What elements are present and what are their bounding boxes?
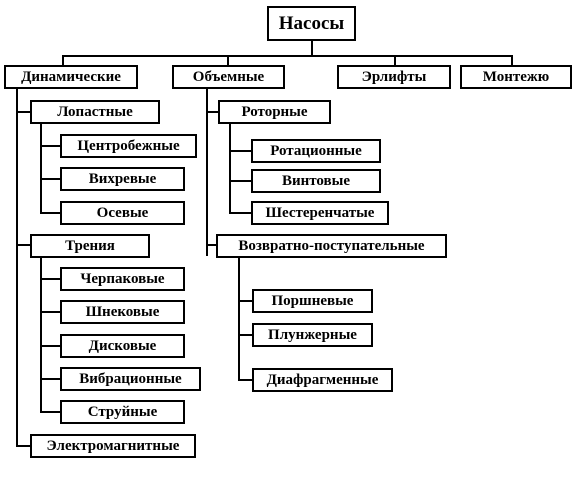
- group-electromagnetic: Электромагнитные: [30, 434, 196, 458]
- item-vibration: Вибрационные: [60, 367, 201, 391]
- connector-volumetric-trunk: [206, 88, 208, 256]
- connector-to-diaphragm: [238, 379, 252, 381]
- item-disc: Дисковые: [60, 334, 185, 358]
- item-diaphragm: Диафрагменные: [252, 368, 393, 392]
- connector-dynamic-trunk: [16, 88, 18, 446]
- connector-to-screw: [40, 311, 60, 313]
- connector-to-friction: [16, 244, 30, 246]
- group-rotary: Роторные: [218, 100, 331, 124]
- connector-to-dynamic: [62, 55, 64, 65]
- item-jet: Струйные: [60, 400, 185, 424]
- connector-friction-trunk: [40, 256, 42, 412]
- item-centrifugal: Центробежные: [60, 134, 197, 158]
- connector-to-axial: [40, 212, 60, 214]
- connector-to-bucket: [40, 278, 60, 280]
- connector-top-horizontal: [62, 55, 512, 57]
- connector-to-vibration: [40, 378, 60, 380]
- item-rotational: Ротационные: [251, 139, 381, 163]
- connector-to-vane: [16, 111, 30, 113]
- connector-to-disc: [40, 345, 60, 347]
- group-reciprocating: Возвратно-поступательные: [216, 234, 447, 258]
- category-dynamic: Динамические: [4, 65, 138, 89]
- connector-to-helical: [229, 180, 251, 182]
- connector-to-vortex: [40, 178, 60, 180]
- item-plunger: Плунжерные: [252, 323, 373, 347]
- item-vortex: Вихревые: [60, 167, 185, 191]
- connector-to-plunger: [238, 334, 252, 336]
- group-vane: Лопастные: [30, 100, 160, 124]
- connector-to-gear: [229, 212, 251, 214]
- connector-to-electromagnetic: [16, 445, 30, 447]
- item-bucket: Черпаковые: [60, 267, 185, 291]
- item-axial: Осевые: [60, 201, 185, 225]
- root-node: Насосы: [267, 6, 356, 41]
- connector-to-airlift: [394, 55, 396, 65]
- connector-to-montejus: [511, 55, 513, 65]
- category-volumetric: Объемные: [172, 65, 285, 89]
- connector-to-piston: [238, 300, 252, 302]
- category-montejus: Монтежю: [460, 65, 572, 89]
- item-gear: Шестеренчатые: [251, 201, 389, 225]
- connector-to-centrifugal: [40, 145, 60, 147]
- connector-to-reciprocating: [206, 244, 216, 246]
- item-screw: Шнековые: [60, 300, 185, 324]
- category-airlift: Эрлифты: [337, 65, 451, 89]
- item-piston: Поршневые: [252, 289, 373, 313]
- connector-to-rotary: [206, 111, 218, 113]
- connector-to-jet: [40, 411, 60, 413]
- connector-reciprocating-trunk: [238, 256, 240, 380]
- connector-to-volumetric: [227, 55, 229, 65]
- item-helical: Винтовые: [251, 169, 381, 193]
- connector-to-rotational: [229, 150, 251, 152]
- connector-vane-trunk: [40, 122, 42, 213]
- connector-root-down: [311, 40, 313, 56]
- connector-rotary-trunk: [229, 122, 231, 213]
- group-friction: Трения: [30, 234, 150, 258]
